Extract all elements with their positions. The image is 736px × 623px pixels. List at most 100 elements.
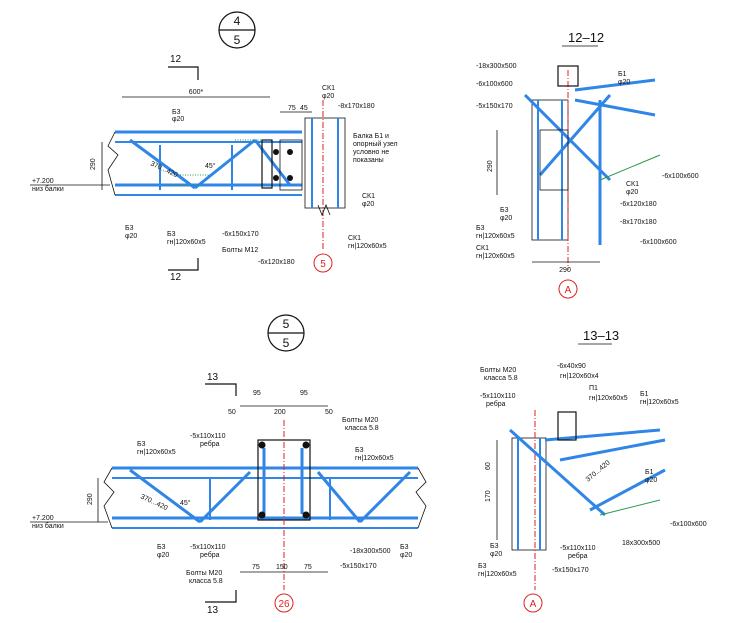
callout-26 [274, 593, 294, 613]
svg-text:ребра: ребра [568, 552, 588, 560]
svg-text:45: 45 [300, 105, 308, 112]
svg-text:низ балки: низ балки [32, 185, 64, 193]
svg-text:СК1: СК1 [476, 245, 489, 252]
svg-text:Балка Б1 и: Балка Б1 и [353, 133, 389, 140]
svg-text:Б3: Б3 [478, 563, 487, 570]
svg-text:Б3: Б3 [137, 441, 146, 448]
svg-text:45°: 45° [180, 499, 191, 507]
node-5-5-view: 5 5 13 13 95 95 50 200 50 75 150 75 [30, 314, 427, 616]
svg-text:-18х300х500: -18х300х500 [350, 548, 391, 555]
svg-text:Б3: Б3 [125, 225, 134, 232]
bolt [287, 149, 293, 155]
svg-text:условно не: условно не [353, 149, 389, 156]
svg-text:ребра: ребра [200, 551, 220, 559]
svg-text:150: 150 [276, 564, 288, 571]
svg-text:5: 5 [283, 317, 290, 331]
svg-text:75: 75 [288, 105, 296, 112]
svg-text:Б3: Б3 [167, 231, 176, 238]
section-12-12: 12–12 -18х300х500 -6х100х600 -5х150х170 … [476, 30, 699, 299]
diagonal [194, 138, 256, 190]
svg-text:Б3: Б3 [476, 225, 485, 232]
svg-text:13: 13 [207, 605, 219, 616]
bolt [287, 175, 293, 181]
svg-text:Б3: Б3 [490, 543, 499, 550]
svg-text:опорный узел: опорный узел [353, 140, 398, 148]
svg-text:290: 290 [487, 160, 494, 172]
elevation: +7.200 [32, 178, 54, 185]
svg-text:95: 95 [300, 390, 308, 397]
svg-text:75: 75 [252, 564, 260, 571]
svg-text:ребра: ребра [200, 440, 220, 448]
svg-text:18х300х500: 18х300х500 [622, 540, 660, 547]
svg-text:гн|120х60х5: гн|120х60х5 [476, 253, 515, 260]
svg-text:φ20: φ20 [400, 552, 412, 559]
svg-text:+7.200: +7.200 [32, 515, 54, 522]
svg-text:75: 75 [304, 564, 312, 571]
svg-text:φ20: φ20 [618, 79, 630, 86]
svg-text:Б1: Б1 [618, 71, 627, 78]
svg-text:-8х170х180: -8х170х180 [620, 219, 657, 226]
svg-text:φ20: φ20 [125, 233, 137, 240]
svg-text:13: 13 [207, 372, 219, 383]
bolt [302, 441, 310, 449]
svg-text:гн|120х60х5: гн|120х60х5 [348, 243, 387, 250]
svg-text:Б3: Б3 [400, 544, 409, 551]
axis-bubble-A [523, 593, 543, 613]
cut-label-bottom: 12 [170, 272, 182, 283]
svg-text:50: 50 [325, 409, 333, 416]
marker-den: 5 [234, 33, 241, 47]
svg-text:СК1: СК1 [348, 235, 361, 242]
svg-text:370...420: 370...420 [585, 459, 612, 483]
svg-text:φ20: φ20 [626, 189, 638, 196]
svg-text:-8х170х180: -8х170х180 [338, 103, 375, 110]
svg-text:Болты М20: Болты М20 [186, 570, 222, 577]
svg-text:-5х150х170: -5х150х170 [552, 567, 589, 574]
svg-text:класса 5.8: класса 5.8 [189, 578, 223, 585]
svg-text:26: 26 [278, 599, 290, 610]
node-4-5-view: 4 5 12 12 [30, 11, 398, 283]
svg-text:гн|120х60х4: гн|120х60х4 [560, 373, 599, 380]
svg-text:290: 290 [87, 493, 94, 505]
svg-text:290: 290 [90, 158, 97, 170]
svg-text:-6х120х180: -6х120х180 [258, 259, 295, 266]
svg-text:гн|120х60х5: гн|120х60х5 [478, 571, 517, 578]
svg-text:5: 5 [320, 259, 326, 270]
svg-text:45°: 45° [205, 162, 216, 170]
svg-text:низ балки: низ балки [32, 522, 64, 530]
svg-text:гн|120х60х5: гн|120х60х5 [589, 395, 628, 402]
svg-text:-5х110х110: -5х110х110 [190, 544, 226, 551]
svg-text:95: 95 [253, 390, 261, 397]
svg-text:φ20: φ20 [322, 93, 334, 100]
svg-text:-6х100х600: -6х100х600 [476, 81, 513, 88]
svg-text:показаны: показаны [353, 157, 384, 164]
svg-text:-6х40х90: -6х40х90 [557, 363, 586, 370]
svg-text:60: 60 [485, 462, 492, 470]
svg-text:50: 50 [228, 409, 236, 416]
bolt [258, 511, 266, 519]
svg-text:-5х150х170: -5х150х170 [476, 103, 513, 110]
svg-text:φ20: φ20 [645, 477, 657, 484]
column [511, 437, 547, 551]
marker-num: 4 [234, 14, 241, 28]
bolt [273, 149, 279, 155]
svg-text:A: A [530, 599, 537, 610]
svg-text:СК1: СК1 [362, 193, 375, 200]
svg-text:гн|120х60х5: гн|120х60х5 [476, 233, 515, 240]
svg-text:-5х110х110: -5х110х110 [560, 545, 596, 552]
svg-text:φ20: φ20 [500, 215, 512, 222]
brace [523, 93, 612, 182]
label-ck1: СК1 [322, 85, 335, 92]
svg-text:гн|120х60х5: гн|120х60х5 [167, 239, 206, 246]
svg-text:Болты М20: Болты М20 [342, 417, 378, 424]
bolt [302, 511, 310, 519]
svg-text:φ20: φ20 [172, 116, 184, 123]
svg-text:гн|120х60х5: гн|120х60х5 [355, 455, 394, 462]
svg-text:гн|120х60х5: гн|120х60х5 [640, 399, 679, 406]
svg-text:-18х300х500: -18х300х500 [476, 63, 517, 70]
svg-text:-6х100х600: -6х100х600 [640, 239, 677, 246]
svg-text:-5х110х110: -5х110х110 [190, 433, 226, 440]
svg-text:Б3: Б3 [355, 447, 364, 454]
svg-text:Б3: Б3 [500, 207, 509, 214]
svg-text:290: 290 [559, 267, 571, 274]
svg-text:СК1: СК1 [626, 181, 639, 188]
